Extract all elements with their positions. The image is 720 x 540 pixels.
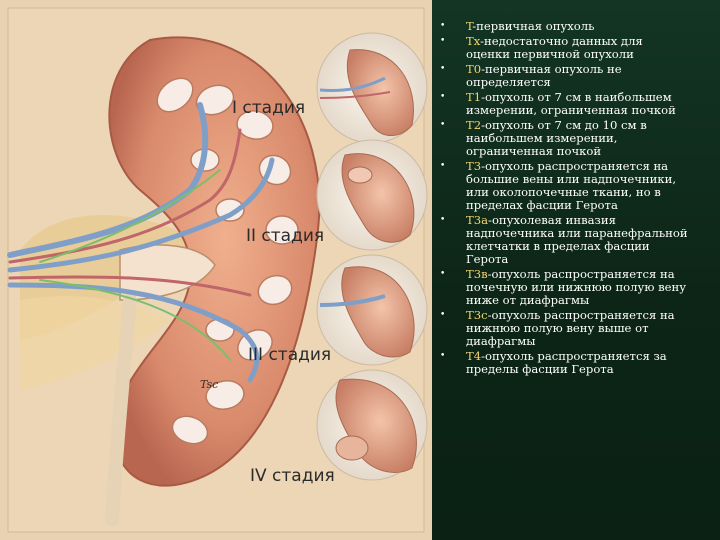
stage-3-label: III стадия [248,345,332,365]
bullet-icon: • [440,269,446,279]
bullet-icon: • [440,120,446,130]
tnm-code: T [466,19,473,33]
renal-vein-branch [7,157,275,273]
illustrator-signature: Tsc [200,378,219,391]
tnm-item: • T-первичная опухоль [440,20,720,33]
stage-2-circle [316,139,428,251]
stage-4-label: IV стадия [250,466,335,486]
calyx [257,274,293,306]
tnm-description: Герота [466,252,509,266]
tnm-description: -опухоль распространяется на [487,308,675,322]
stage-3-circle [316,254,428,366]
bullet-icon: • [440,310,446,320]
tnm-description: диафрагмы [466,334,536,348]
bullet-icon: • [440,21,446,31]
kidney-stages-figure [7,7,428,533]
tnm-description: наибольшем измерении, [466,131,618,145]
tnm-description: пределах фасции Герота [466,198,618,212]
nerve [39,169,221,263]
calyx [236,110,274,140]
ureter [105,293,137,527]
tnm-code: T1 [466,90,482,104]
tnm-description: -недостаточно данных для [480,34,643,48]
bullet-icon: • [440,92,446,102]
tnm-description: ограниченная почкой [466,144,602,158]
renal-pelvis [119,244,216,301]
tnm-classification-list: • T-первичная опухоль • Tx-недостаточно дан… [440,20,720,378]
tnm-code: T0 [466,62,482,76]
tnm-description: нижнюю полую вену выше от [466,321,649,335]
calyx [171,415,209,445]
tnm-description: пределы фасции Герота [466,362,614,376]
tnm-description: -опухоль распространяется на [487,267,675,281]
tnm-description: -опухоль распространяется за [481,349,667,363]
tnm-description: ниже от диафрагмы [466,293,590,307]
tnm-code: T2 [466,118,482,132]
bullet-icon: • [440,215,446,225]
stage-1-circle [316,32,428,144]
tnm-description: -опухоль от 7 см до 10 см в [481,118,647,132]
tnm-code: T3в [466,267,488,281]
tnm-description: -опухоль от 7 см в наибольшем [481,90,672,104]
tnm-description: -опухоль распространяется на [481,159,669,173]
calyx [265,215,299,245]
tnm-description: -опухолевая инвазия [488,213,616,227]
tnm-description: определяется [466,75,551,89]
stage-circles [316,32,428,481]
calyx [205,380,245,410]
tnm-description: оценки первичной опухоли [466,47,634,61]
stage-1-label: I стадия [232,98,306,118]
stage-2-label: II стадия [246,226,325,246]
bullet-icon: • [440,64,446,74]
renal-artery-branch [8,275,252,297]
bullet-icon: • [440,36,446,46]
kidney-illustration: I стадия II стадия III стадия IV стадия … [0,0,432,540]
calyx [195,84,235,116]
tnm-description: или околопочечные ткани, но в [466,185,661,199]
renal-vessels [7,102,275,383]
tnm-description: большие вены или надпочечники, [466,172,677,186]
tnm-code: T3c [466,308,488,322]
calyx [156,77,194,113]
nerve [39,279,231,361]
tnm-code: Tx [466,34,481,48]
renal-vein-branch [7,282,260,383]
tnm-description: -первичная опухоль не [481,62,622,76]
bullet-icon: • [440,161,446,171]
tnm-description: -первичная опухоль [472,19,595,33]
tnm-description: почечную или нижнюю полую вену [466,280,687,294]
tnm-description: надпочечника или паранефральной [466,226,688,240]
tnm-description: измерении, ограниченная почкой [466,103,676,117]
tnm-code: T4 [466,349,482,363]
stage-4-circle [316,369,428,481]
tnm-code: T3 [466,159,482,173]
tnm-code: T3a [466,213,489,227]
tnm-description: клетчатки в пределах фасции [466,239,650,253]
bullet-icon: • [440,351,446,361]
